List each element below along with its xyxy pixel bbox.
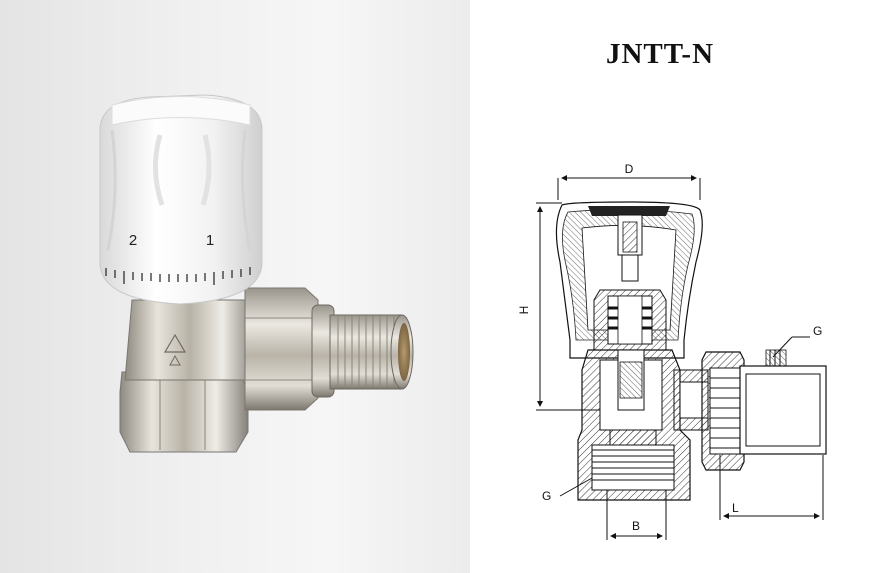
- knob-scale-1: 1: [206, 232, 214, 249]
- product-photo: 2 1: [0, 0, 470, 573]
- dimension-l-label: L: [732, 501, 739, 515]
- dimension-g-bottom-label: G: [542, 489, 551, 503]
- valve-illustration: 2 1: [99, 94, 414, 453]
- model-title: JNTT-N: [605, 38, 715, 70]
- technical-drawing: D H G G B L: [517, 162, 827, 540]
- dimension-h-label: H: [517, 306, 531, 315]
- dimension-b-label: B: [632, 519, 640, 533]
- dimension-g-top-label: G: [813, 324, 822, 338]
- knob-scale-2: 2: [129, 232, 137, 249]
- dimension-d-label: D: [625, 162, 634, 176]
